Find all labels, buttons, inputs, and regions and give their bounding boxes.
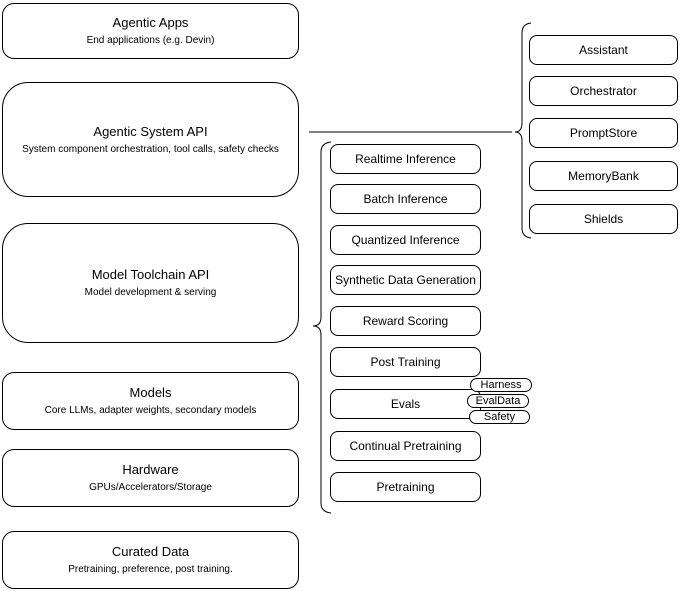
node-label: Reward Scoring — [362, 314, 449, 328]
pill-label: Harness — [480, 379, 522, 391]
node-promptstore: PromptStore — [529, 118, 678, 148]
node-label: Post Training — [370, 355, 441, 369]
node-post-training: Post Training — [330, 347, 481, 377]
node-model-toolchain-api: Model Toolchain API Model development & … — [2, 223, 299, 343]
node-title: Agentic System API — [93, 123, 208, 139]
node-synthetic-data-generation: Synthetic Data Generation — [330, 265, 481, 295]
node-memorybank: MemoryBank — [529, 161, 678, 191]
node-batch-inference: Batch Inference — [330, 184, 481, 214]
node-title: Models — [129, 385, 172, 400]
node-curated-data: Curated Data Pretraining, preference, po… — [2, 531, 299, 589]
pill-evaldata: EvalData — [467, 394, 529, 408]
node-subtitle: GPUs/Accelerators/Storage — [89, 482, 212, 493]
node-subtitle: System component orchestration, tool cal… — [22, 143, 279, 155]
node-subtitle: End applications (e.g. Devin) — [86, 35, 215, 46]
node-label: Quantized Inference — [351, 233, 460, 247]
node-models: Models Core LLMs, adapter weights, secon… — [2, 372, 299, 430]
node-label: Realtime Inference — [355, 152, 456, 166]
node-continual-pretraining: Continual Pretraining — [330, 431, 481, 461]
node-evals: Evals — [330, 389, 481, 419]
node-pretraining: Pretraining — [330, 472, 481, 502]
node-label: PromptStore — [569, 126, 638, 140]
node-label: Batch Inference — [363, 192, 448, 206]
node-reward-scoring: Reward Scoring — [330, 306, 481, 336]
node-label: Shields — [583, 212, 624, 226]
node-label: Evals — [390, 397, 421, 411]
node-label: Orchestrator — [570, 84, 637, 98]
node-title: Curated Data — [111, 544, 190, 559]
node-label: Assistant — [579, 43, 628, 57]
node-agentic-apps: Agentic Apps End applications (e.g. Devi… — [2, 3, 299, 59]
node-hardware: Hardware GPUs/Accelerators/Storage — [2, 449, 299, 507]
node-label: Pretraining — [376, 480, 435, 494]
node-label: MemoryBank — [568, 169, 639, 183]
brace-toolchain-services — [312, 141, 332, 514]
node-title: Agentic Apps — [112, 15, 189, 30]
pill-harness: Harness — [470, 378, 532, 392]
pill-safety: Safety — [469, 410, 530, 424]
node-shields: Shields — [529, 204, 678, 234]
node-realtime-inference: Realtime Inference — [330, 144, 481, 174]
pill-label: EvalData — [475, 395, 521, 407]
node-agentic-system-api: Agentic System API System component orch… — [2, 82, 299, 197]
node-subtitle: Model development & serving — [84, 287, 217, 298]
node-title: Model Toolchain API — [91, 267, 210, 282]
node-subtitle: Core LLMs, adapter weights, secondary mo… — [44, 405, 257, 416]
node-assistant: Assistant — [529, 35, 678, 65]
node-quantized-inference: Quantized Inference — [330, 225, 481, 255]
node-title: Hardware — [122, 462, 179, 477]
node-label: Synthetic Data Generation — [335, 273, 476, 287]
node-label: Continual Pretraining — [349, 439, 462, 453]
node-orchestrator: Orchestrator — [529, 76, 678, 106]
node-subtitle: Pretraining, preference, post training. — [68, 564, 233, 575]
pill-label: Safety — [483, 411, 516, 423]
